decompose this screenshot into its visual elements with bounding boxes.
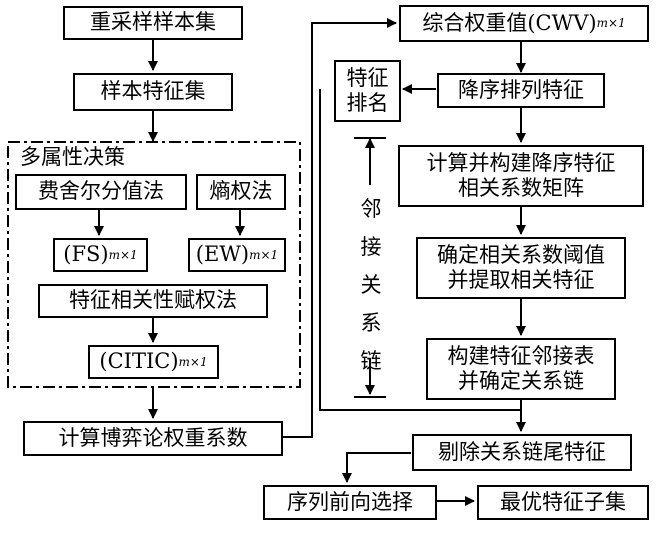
correlation-matrix-node: 计算并构建降序特征 相关系数矩阵 (398, 145, 644, 207)
fisher-score-node: 费舍尔分值法 (15, 174, 187, 210)
citic-subscript: m×1 (178, 354, 208, 369)
entropy-weight-node: 熵权法 (196, 174, 286, 210)
ew-subscript: m×1 (249, 247, 279, 262)
citic-method-node: 特征相关性赋权法 (38, 284, 268, 318)
ew-label: (EW) (195, 242, 250, 267)
mcdm-group-border (7, 141, 301, 388)
adjacency-table-node: 构建特征邻接表 并确定关系链 (426, 338, 616, 400)
fs-subscript: m×1 (108, 247, 138, 262)
cwv-label: 综合权重值(CWV) (422, 10, 597, 35)
threshold-node: 确定相关系数阈值 并提取相关特征 (416, 237, 626, 299)
mcdm-group-title: 多属性决策 (20, 145, 125, 169)
citic-label: (CITIC) (99, 349, 179, 374)
arrow-game-to-cwv (283, 18, 397, 438)
citic-vector-node: (CITIC)m×1 (88, 345, 219, 379)
adjacency-chain-side-label: 邻 接 关 系 链 (360, 197, 382, 373)
game-theory-weight-node: 计算博弈论权重系数 (23, 421, 283, 456)
resample-node: 重采样样本集 (63, 6, 243, 40)
fs-vector-node: (FS)m×1 (53, 238, 148, 272)
feature-set-node: 样本特征集 (73, 73, 233, 111)
feature-ranking-node: 特征 排名 (334, 60, 401, 122)
remove-tail-feature-node: 剔除关系链尾特征 (412, 434, 632, 471)
arrow-rank-feedback (319, 89, 521, 411)
cwv-subscript: m×1 (596, 16, 626, 31)
ew-vector-node: (EW)m×1 (188, 238, 286, 272)
arrow-remove-to-forward (342, 452, 411, 483)
cwv-node: 综合权重值(CWV)m×1 (399, 5, 649, 42)
descending-sort-node: 降序排列特征 (437, 73, 605, 108)
forward-selection-node: 序列前向选择 (263, 485, 437, 520)
fs-label: (FS) (63, 242, 109, 267)
optimal-subset-node: 最优特征子集 (477, 485, 649, 520)
